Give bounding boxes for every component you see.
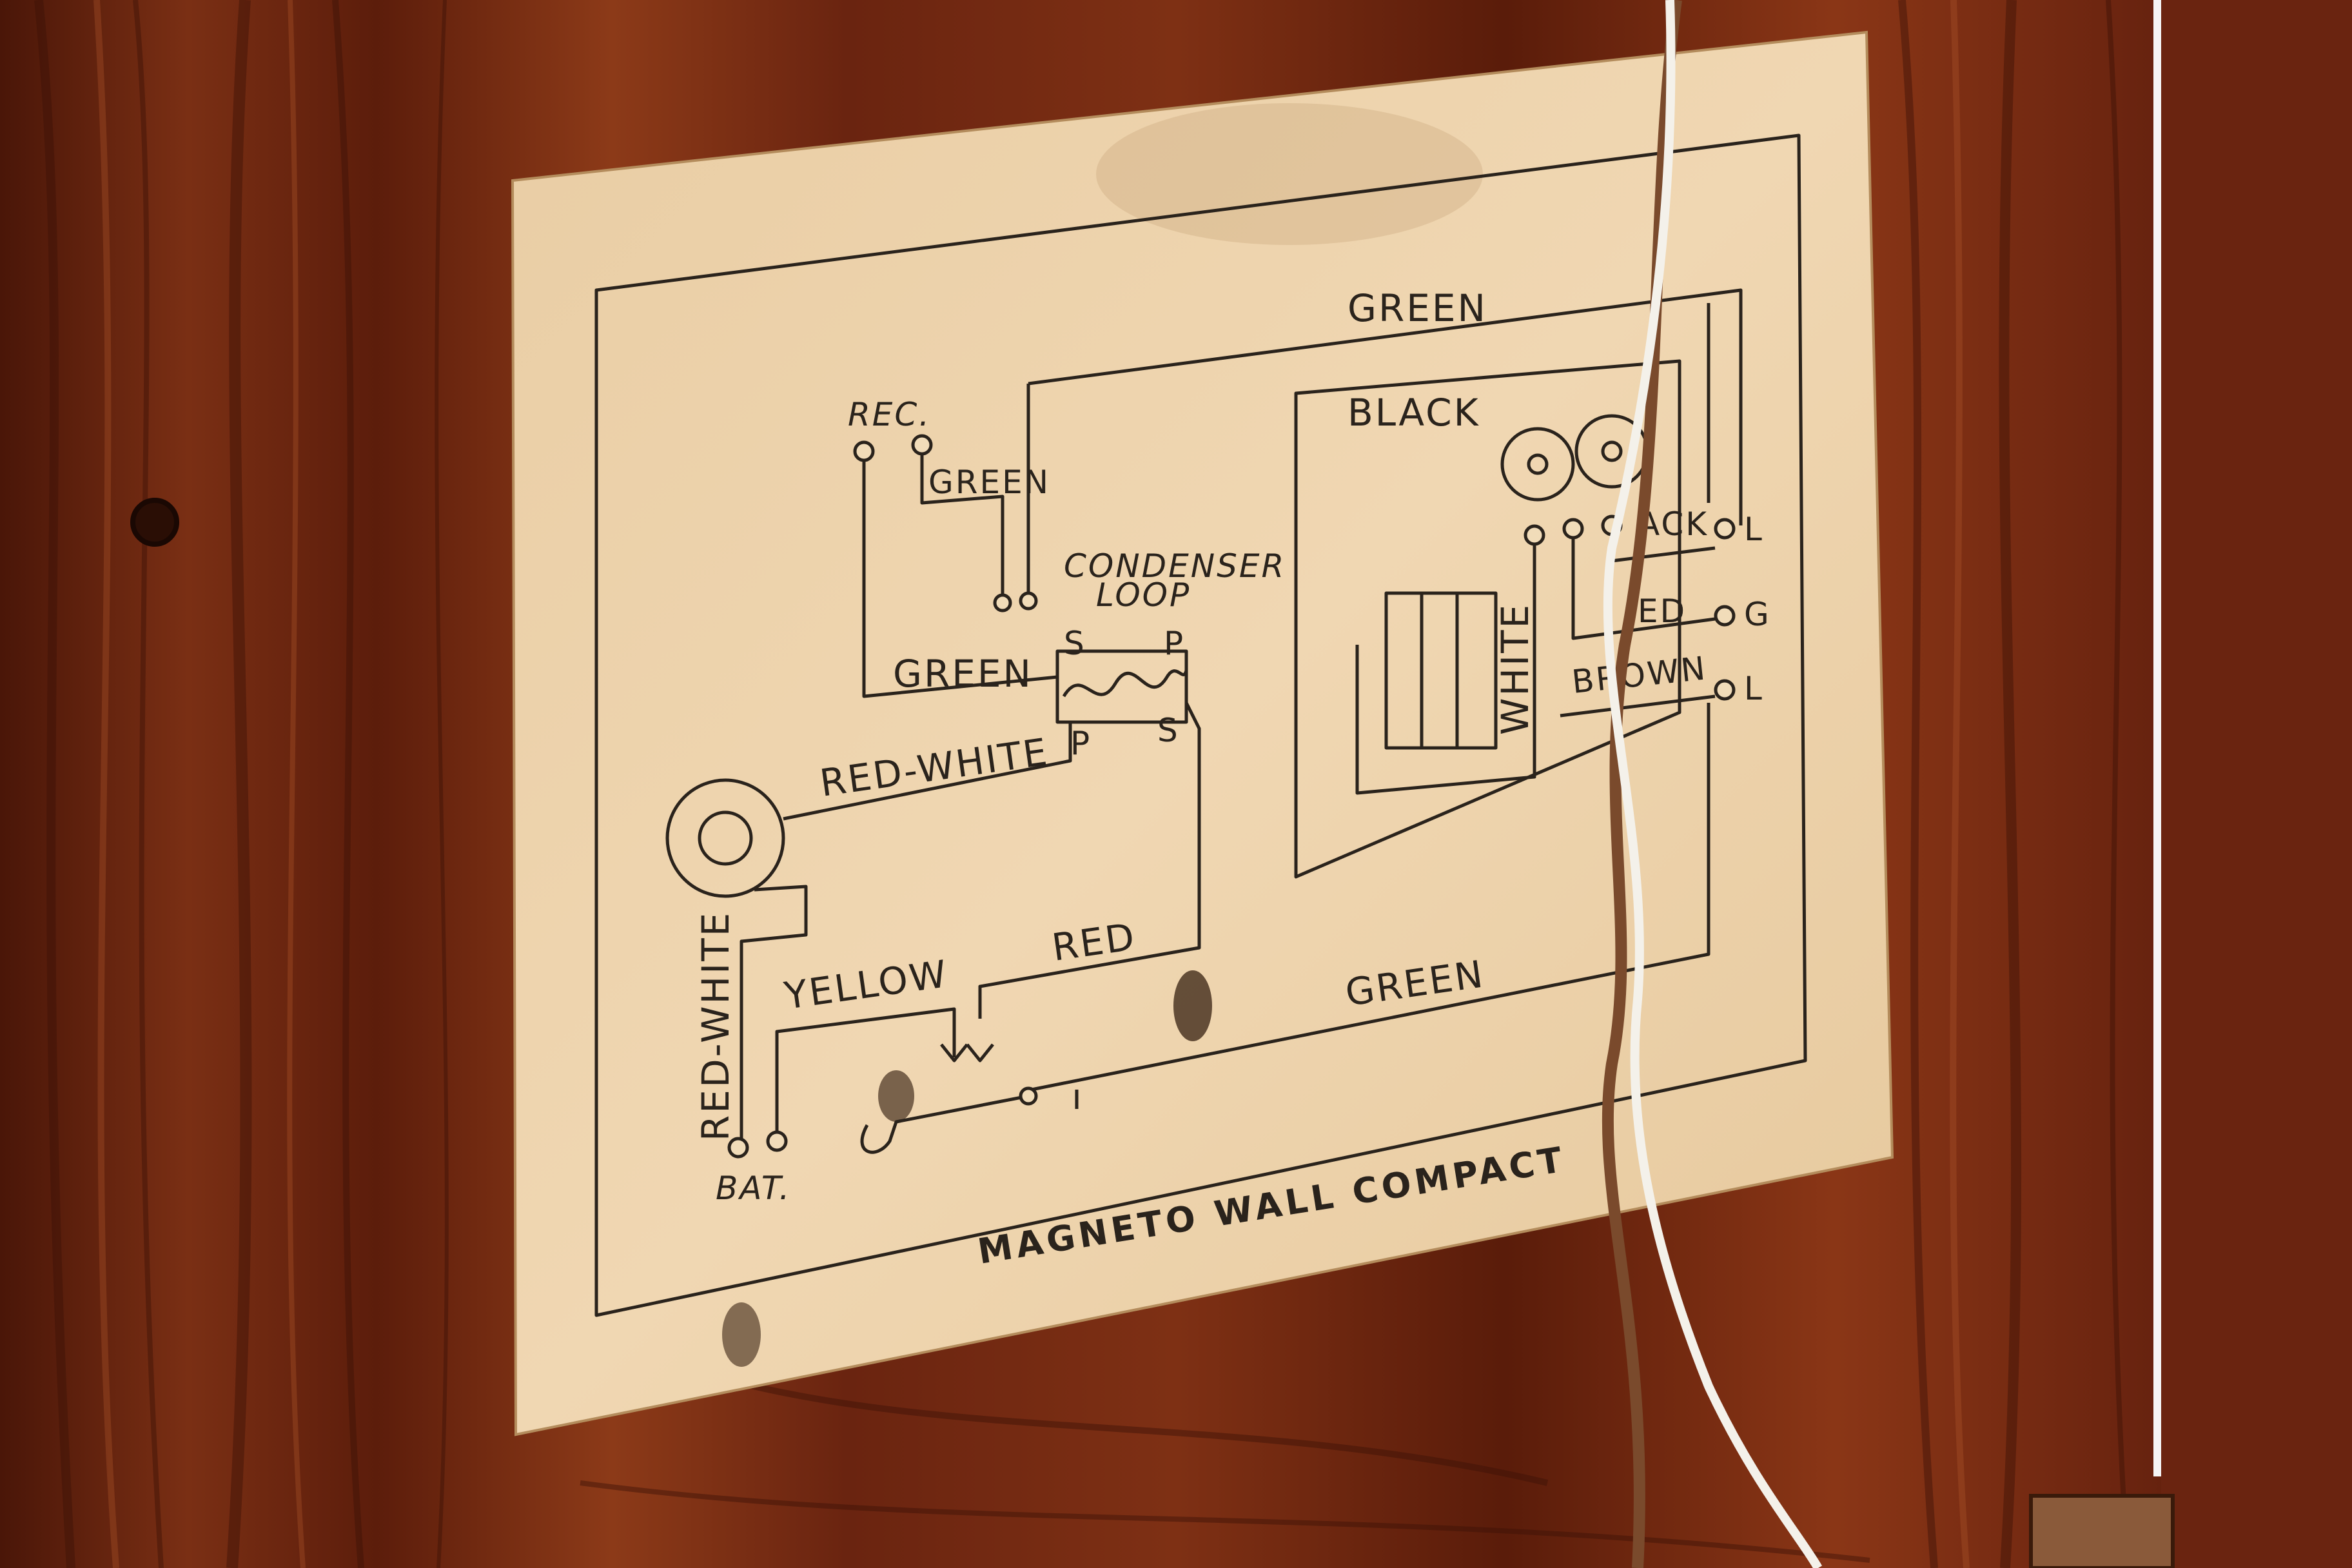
diagram-border <box>594 133 1807 1317</box>
wood-highlights <box>93 0 1970 1568</box>
rec-terminal-1 <box>853 440 875 462</box>
label-term-l2: L <box>1744 670 1764 707</box>
terminal-g <box>1714 605 1736 627</box>
rec-terminal-2 <box>911 434 933 456</box>
label-green-coil: GREEN <box>893 652 1033 696</box>
label-green-rec: GREEN <box>928 464 1050 501</box>
bat-terminal-2 <box>766 1130 788 1152</box>
condenser-terminal-1 <box>993 593 1012 612</box>
label-p-top: P <box>1164 625 1185 662</box>
label-loop: LOOP <box>1096 576 1191 614</box>
magneto-generator <box>1384 591 1498 750</box>
bell-left <box>1500 427 1575 502</box>
screw-hole <box>130 498 179 547</box>
transmitter <box>665 778 785 898</box>
label-red-right: ED <box>1638 593 1687 630</box>
label-term-l1: L <box>1744 511 1764 548</box>
wire-green-bottom <box>1031 703 1710 1092</box>
hanging-wires <box>1602 0 1823 1568</box>
label-s-bottom: S <box>1157 712 1180 749</box>
ringer-box <box>1294 359 1681 879</box>
label-bat: BAT. <box>716 1170 791 1207</box>
label-term-g: G <box>1744 596 1771 633</box>
label-white-v: WHITE <box>1493 603 1537 735</box>
condenser-terminal-2 <box>1019 591 1038 611</box>
right-door-edge <box>2161 0 2352 1568</box>
label-red-white-v: RED-WHITE <box>694 911 738 1141</box>
label-s-top: S <box>1064 625 1086 662</box>
hook-switch <box>860 1094 1029 1154</box>
label-p-bottom: P <box>1070 725 1092 762</box>
label-condenser: CONDENSER <box>1064 547 1286 585</box>
label-black-top: BLACK <box>1348 391 1480 435</box>
label-green-top: GREEN <box>1348 286 1487 330</box>
induction-coil <box>1055 649 1188 724</box>
label-rec: REC. <box>848 396 931 433</box>
frame-gap <box>2153 0 2161 1476</box>
door-hinge <box>2029 1494 2175 1568</box>
white-wire <box>1603 0 1823 1568</box>
water-stain <box>1096 103 1483 245</box>
terminal-l1 <box>1714 518 1736 540</box>
wire-green-top <box>1028 288 1743 525</box>
paper-label <box>511 30 1894 1436</box>
terminal-l2 <box>1714 679 1736 701</box>
bat-terminal-1 <box>727 1137 749 1159</box>
